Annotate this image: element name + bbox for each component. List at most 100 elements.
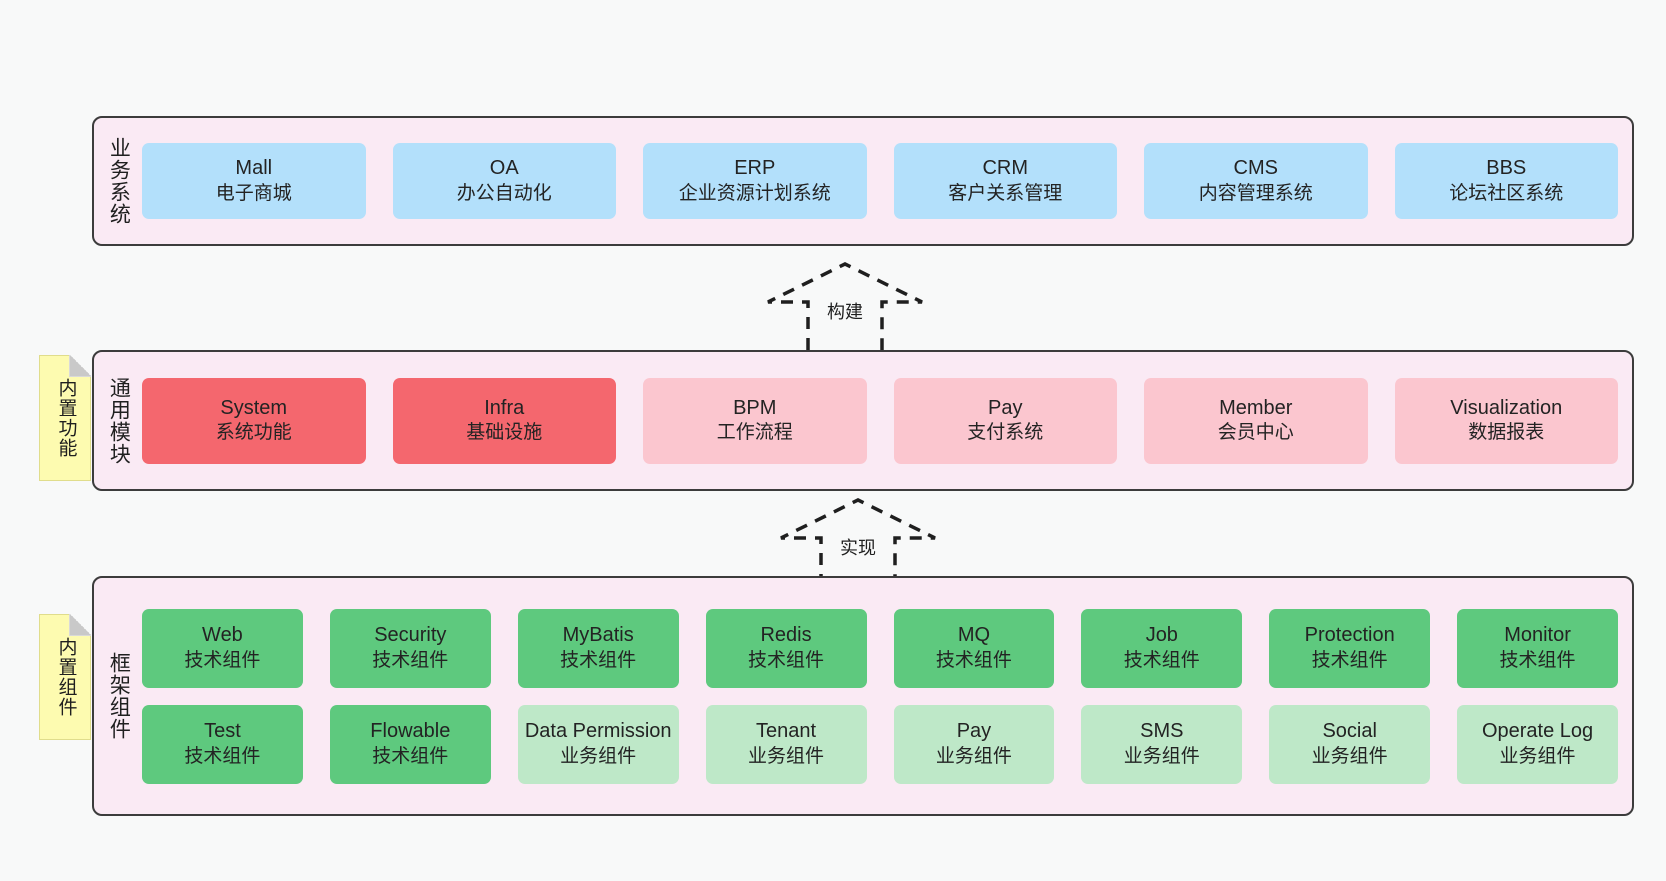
connector-implement: 实现: [773, 494, 943, 590]
node-title-cn: 基础设施: [466, 422, 543, 444]
node-title-cn: 会员中心: [1217, 422, 1294, 444]
node-monitor[interactable]: Monitor 技术组件: [1457, 608, 1618, 688]
node-title-en: Infra: [484, 396, 525, 419]
node-title-cn: 业务组件: [1123, 745, 1200, 767]
node-mybatis[interactable]: MyBatis 技术组件: [517, 608, 679, 688]
node-title-en: Member: [1219, 396, 1293, 419]
node-title-cn: 业务组件: [935, 745, 1012, 767]
node-title-en: Pay: [956, 720, 992, 743]
node-erp[interactable]: ERP 企业资源计划系统: [643, 143, 867, 219]
node-title-cn: 技术组件: [372, 745, 449, 767]
node-member[interactable]: Member 会员中心: [1144, 377, 1368, 464]
node-row: Mall 电子商城 OA 办公自动化 ERP 企业资源计划系统 CRM 客户关系…: [142, 143, 1618, 219]
node-title-en: Protection: [1304, 624, 1395, 647]
node-title-en: Pay: [988, 396, 1023, 419]
node-job[interactable]: Job 技术组件: [1081, 608, 1243, 688]
node-title-en: Data Permission: [524, 720, 672, 743]
node-title-cn: 技术组件: [935, 649, 1012, 671]
node-title-cn: 数据报表: [1468, 422, 1545, 444]
node-title-cn: 技术组件: [1311, 649, 1388, 671]
node-mq[interactable]: MQ 技术组件: [893, 608, 1055, 688]
node-redis[interactable]: Redis 技术组件: [705, 608, 867, 688]
node-title-en: Tenant: [756, 720, 817, 743]
node-title-en: MyBatis: [562, 624, 634, 647]
layer-body-framework-component: Web 技术组件 Security 技术组件 MyBatis 技术组件 Redi…: [142, 578, 1632, 814]
node-title-en: Web: [202, 624, 243, 647]
node-social[interactable]: Social 业务组件: [1269, 704, 1431, 784]
node-crm[interactable]: CRM 客户关系管理: [893, 143, 1117, 219]
node-title-cn: 企业资源计划系统: [678, 182, 831, 204]
node-pay-component[interactable]: Pay 业务组件: [893, 704, 1055, 784]
layer-business-system: 业务系统 Mall 电子商城 OA 办公自动化 ERP 企业资源计划系统 CRM…: [92, 116, 1634, 246]
node-title-en: Job: [1145, 624, 1178, 647]
node-title-cn: 业务组件: [560, 745, 637, 767]
node-title-cn: 内容管理系统: [1198, 182, 1313, 204]
node-title-cn: 论坛社区系统: [1449, 182, 1564, 204]
node-title-cn: 技术组件: [748, 649, 825, 671]
node-web[interactable]: Web 技术组件: [142, 608, 303, 688]
node-title-en: CMS: [1233, 157, 1278, 180]
node-title-en: SMS: [1140, 720, 1184, 743]
node-title-en: System: [220, 396, 288, 419]
node-mall[interactable]: Mall 电子商城: [142, 143, 366, 219]
sticky-note-builtin-function: 内置功能: [39, 355, 91, 481]
node-flowable[interactable]: Flowable 技术组件: [329, 704, 491, 784]
node-title-cn: 技术组件: [1499, 649, 1576, 671]
node-pay-module[interactable]: Pay 支付系统: [893, 377, 1117, 464]
layer-title-business-system: 业务系统: [107, 137, 131, 225]
node-data-permission[interactable]: Data Permission 业务组件: [517, 704, 679, 784]
node-title-cn: 电子商城: [215, 182, 292, 204]
connector-build-label: 构建: [827, 302, 863, 322]
node-title-en: ERP: [734, 157, 776, 180]
node-title-cn: 客户关系管理: [948, 182, 1063, 204]
sticky-note-builtin-component: 内置组件: [39, 614, 91, 740]
node-title-en: OA: [489, 157, 519, 180]
node-oa[interactable]: OA 办公自动化: [392, 143, 616, 219]
node-title-cn: 技术组件: [560, 649, 637, 671]
node-title-en: Monitor: [1504, 624, 1571, 647]
node-operate-log[interactable]: Operate Log 业务组件: [1457, 704, 1618, 784]
node-title-cn: 业务组件: [1499, 745, 1576, 767]
node-title-en: CRM: [982, 157, 1029, 180]
node-title-cn: 技术组件: [372, 649, 449, 671]
node-title-en: BPM: [733, 396, 777, 419]
node-security[interactable]: Security 技术组件: [329, 608, 491, 688]
node-title-cn: 技术组件: [1123, 649, 1200, 671]
node-title-en: MQ: [957, 624, 991, 647]
node-title-cn: 技术组件: [184, 745, 261, 767]
node-tenant[interactable]: Tenant 业务组件: [705, 704, 867, 784]
node-row: Test 技术组件 Flowable 技术组件 Data Permission …: [142, 704, 1618, 784]
node-title-cn: 业务组件: [748, 745, 825, 767]
layer-body-common-module: System 系统功能 Infra 基础设施 BPM 工作流程 Pay 支付系统…: [142, 352, 1632, 489]
node-title-cn: 技术组件: [184, 649, 261, 671]
node-visualization[interactable]: Visualization 数据报表: [1394, 377, 1618, 464]
node-title-en: Test: [204, 720, 241, 743]
node-row: Web 技术组件 Security 技术组件 MyBatis 技术组件 Redi…: [142, 608, 1618, 688]
node-row: System 系统功能 Infra 基础设施 BPM 工作流程 Pay 支付系统…: [142, 377, 1618, 464]
node-cms[interactable]: CMS 内容管理系统: [1144, 143, 1368, 219]
node-title-cn: 支付系统: [967, 422, 1044, 444]
node-title-en: Operate Log: [1481, 720, 1594, 743]
node-bbs[interactable]: BBS 论坛社区系统: [1394, 143, 1618, 219]
node-test[interactable]: Test 技术组件: [142, 704, 303, 784]
node-bpm[interactable]: BPM 工作流程: [643, 377, 867, 464]
connector-implement-label: 实现: [840, 538, 876, 558]
node-title-en: Social: [1322, 720, 1377, 743]
sticky-note-label: 内置功能: [55, 378, 77, 458]
node-title-cn: 工作流程: [716, 422, 793, 444]
node-title-cn: 系统功能: [215, 422, 292, 444]
node-title-en: Visualization: [1450, 396, 1563, 419]
node-sms[interactable]: SMS 业务组件: [1081, 704, 1243, 784]
node-infra[interactable]: Infra 基础设施: [392, 377, 616, 464]
node-title-en: BBS: [1486, 157, 1527, 180]
node-title-en: Mall: [235, 157, 273, 180]
node-title-cn: 业务组件: [1311, 745, 1388, 767]
sticky-note-label: 内置组件: [55, 637, 77, 717]
node-title-en: Security: [374, 624, 447, 647]
layer-common-module: 通用模块 System 系统功能 Infra 基础设施 BPM 工作流程 Pay…: [92, 350, 1634, 491]
layer-title-common-module: 通用模块: [107, 376, 131, 465]
node-protection[interactable]: Protection 技术组件: [1269, 608, 1431, 688]
node-title-en: Flowable: [370, 720, 451, 743]
node-system[interactable]: System 系统功能: [142, 377, 366, 464]
